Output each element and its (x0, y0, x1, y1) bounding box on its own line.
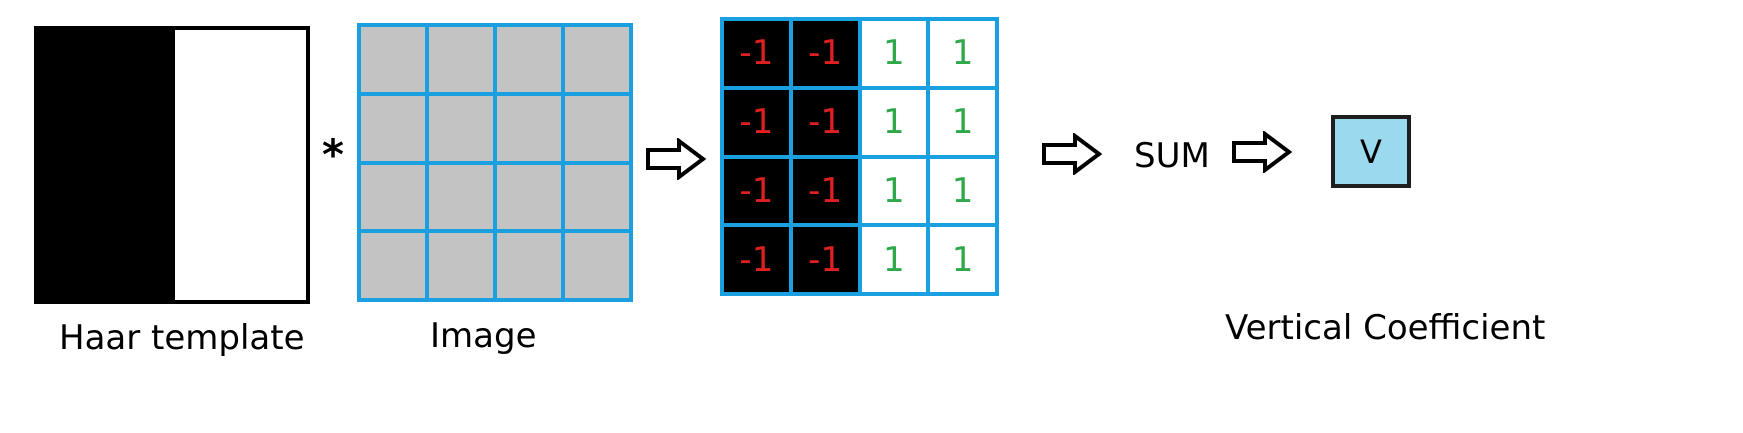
image-cell (429, 164, 493, 230)
haar-white-region (175, 30, 306, 300)
image-cell (361, 95, 425, 161)
coefficient-value: V (1360, 132, 1382, 171)
result-cell: 1 (861, 89, 927, 155)
right-arrow-icon (1231, 131, 1293, 173)
image-cell (565, 233, 629, 298)
result-cell: -1 (792, 158, 858, 224)
image-cell (497, 164, 561, 230)
image-cell (429, 27, 493, 92)
result-cell: 1 (930, 158, 995, 224)
result-cell: -1 (724, 227, 789, 292)
image-label: Image (430, 316, 537, 356)
result-cell: 1 (861, 227, 927, 292)
result-cell: -1 (724, 158, 789, 224)
haar-template (34, 26, 310, 304)
haar-black-region (38, 30, 175, 300)
image-cell (429, 95, 493, 161)
result-cell: 1 (861, 158, 927, 224)
image-cell (565, 164, 629, 230)
image-cell (429, 233, 493, 298)
right-arrow-icon (645, 138, 707, 180)
right-arrow-icon (1041, 133, 1103, 175)
image-cell (361, 233, 425, 298)
convolution-operator: * (322, 130, 344, 179)
result-cell: -1 (724, 89, 789, 155)
image-cell (565, 95, 629, 161)
sum-label: SUM (1134, 136, 1210, 176)
image-cell (497, 27, 561, 92)
image-cell (361, 164, 425, 230)
image-cell (565, 27, 629, 92)
result-grid: -1 -1 1 1 -1 -1 1 1 -1 -1 1 1 -1 -1 1 1 (720, 17, 999, 296)
result-cell: -1 (792, 89, 858, 155)
result-cell: -1 (724, 21, 789, 86)
coefficient-box: V (1331, 115, 1411, 188)
image-cell (497, 233, 561, 298)
image-cell (361, 27, 425, 92)
coefficient-label: Vertical Coefficient (1225, 308, 1546, 348)
result-cell: 1 (930, 21, 995, 86)
haar-template-label: Haar template (59, 318, 305, 358)
image-grid (357, 23, 633, 302)
result-cell: 1 (930, 227, 995, 292)
result-cell: 1 (861, 21, 927, 86)
result-cell: -1 (792, 21, 858, 86)
result-cell: 1 (930, 89, 995, 155)
result-cell: -1 (792, 227, 858, 292)
image-cell (497, 95, 561, 161)
